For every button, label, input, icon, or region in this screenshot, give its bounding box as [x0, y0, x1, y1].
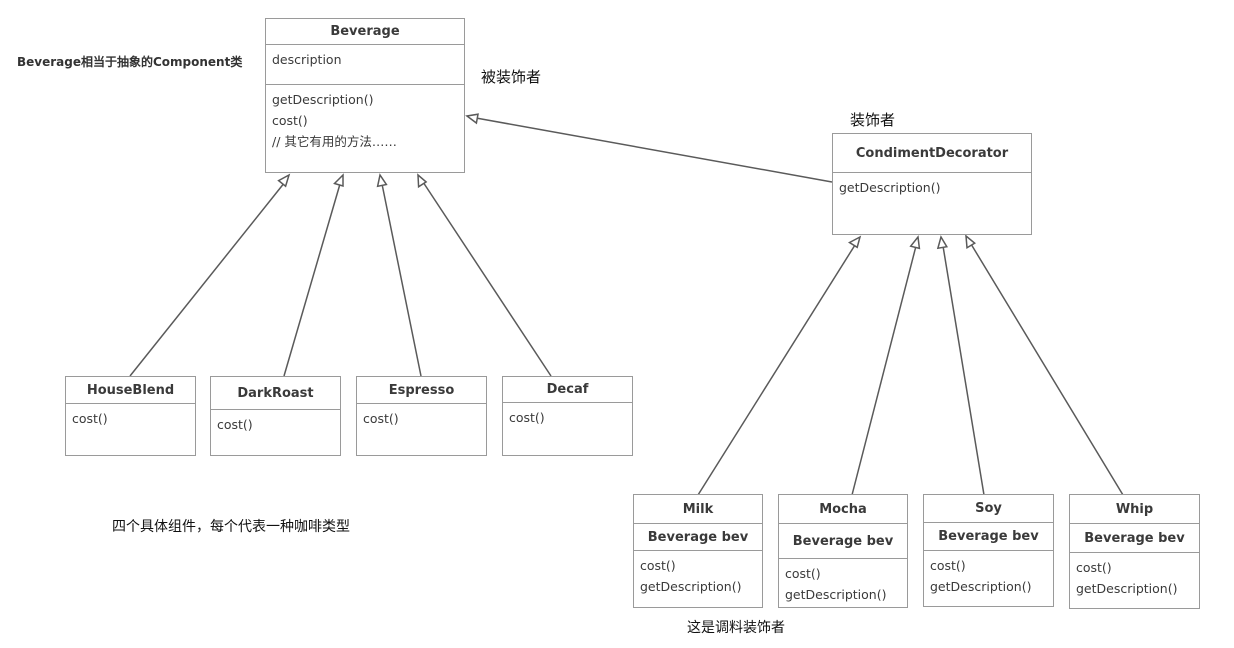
class-name: DarkRoast [211, 377, 340, 410]
method: cost() [930, 558, 966, 573]
field: Beverage bev [779, 524, 907, 559]
edge-milk-decorator [697, 244, 856, 496]
methods-section: cost() getDescription() [1070, 553, 1199, 603]
field: Beverage bev [1070, 524, 1199, 553]
edge-decaf-beverage [422, 181, 552, 377]
class-name: Espresso [357, 377, 486, 404]
method: getDescription() [785, 587, 887, 602]
methods-section: cost() [66, 404, 195, 433]
method: cost() [509, 410, 545, 425]
class-soy[interactable]: Soy Beverage bev cost() getDescription() [923, 494, 1054, 607]
class-name: Whip [1070, 495, 1199, 524]
edge-espresso-beverage [381, 183, 422, 377]
methods-section: getDescription() [833, 173, 1031, 202]
methods-section: getDescription() cost() // 其它有用的方法…… [266, 85, 464, 156]
concrete-note: 四个具体组件，每个代表一种咖啡类型 [112, 519, 350, 535]
attributes-section: description [266, 45, 464, 85]
class-name: Soy [924, 495, 1053, 523]
class-espresso[interactable]: Espresso cost() [356, 376, 487, 456]
arrowhead-icon [417, 173, 428, 189]
class-name: Mocha [779, 495, 907, 524]
decorator-label: 装饰者 [850, 111, 896, 129]
field: Beverage bev [634, 524, 762, 551]
arrowhead-icon [465, 113, 479, 125]
class-name: CondimentDecorator [833, 134, 1031, 173]
class-decaf[interactable]: Decaf cost() [502, 376, 633, 456]
class-beverage[interactable]: Beverage description getDescription() co… [265, 18, 465, 173]
component-note: Beverage相当于抽象的Component类 [17, 55, 243, 69]
method: getDescription() [930, 579, 1032, 594]
class-houseblend[interactable]: HouseBlend cost() [65, 376, 196, 456]
class-name: Beverage [266, 19, 464, 45]
arrowhead-icon [333, 173, 344, 188]
method: cost() [640, 558, 676, 573]
class-milk[interactable]: Milk Beverage bev cost() getDescription(… [633, 494, 763, 608]
class-condiment-decorator[interactable]: CondimentDecorator getDescription() [832, 133, 1032, 235]
edge-decorator-beverage [475, 117, 833, 183]
class-name: HouseBlend [66, 377, 195, 404]
class-name: Decaf [503, 377, 632, 403]
methods-section: cost() [357, 404, 486, 433]
attribute: description [272, 52, 342, 67]
arrowhead-icon [277, 173, 291, 188]
condiment-note: 这是调料装饰者 [687, 620, 785, 636]
class-darkroast[interactable]: DarkRoast cost() [210, 376, 341, 456]
method: getDescription() [1076, 581, 1178, 596]
arrowhead-icon [847, 235, 862, 249]
methods-section: cost() getDescription() [924, 551, 1053, 601]
method: getDescription() [839, 180, 941, 195]
class-name: Milk [634, 495, 762, 524]
edge-darkroast-beverage [283, 183, 341, 377]
method: // 其它有用的方法…… [272, 134, 397, 149]
method: getDescription() [640, 579, 742, 594]
method: cost() [217, 417, 253, 432]
method: cost() [272, 113, 308, 128]
method: cost() [72, 411, 108, 426]
decorated-label: 被装饰者 [481, 68, 542, 86]
class-mocha[interactable]: Mocha Beverage bev cost() getDescription… [778, 494, 908, 608]
methods-section: cost() getDescription() [779, 559, 907, 609]
method: cost() [363, 411, 399, 426]
method: cost() [785, 566, 821, 581]
arrowhead-icon [936, 235, 949, 250]
edge-mocha-decorator [851, 245, 917, 496]
method: getDescription() [272, 92, 374, 107]
field: Beverage bev [924, 523, 1053, 551]
methods-section: cost() getDescription() [634, 551, 762, 601]
class-whip[interactable]: Whip Beverage bev cost() getDescription(… [1069, 494, 1200, 609]
arrowhead-icon [376, 173, 388, 188]
method: cost() [1076, 560, 1112, 575]
arrowhead-icon [965, 234, 976, 250]
methods-section: cost() [503, 403, 632, 432]
methods-section: cost() [211, 410, 340, 439]
arrowhead-icon [909, 235, 921, 250]
edge-houseblend-beverage [129, 181, 286, 377]
edge-whip-decorator [970, 243, 1124, 496]
edge-soy-decorator [942, 245, 985, 496]
